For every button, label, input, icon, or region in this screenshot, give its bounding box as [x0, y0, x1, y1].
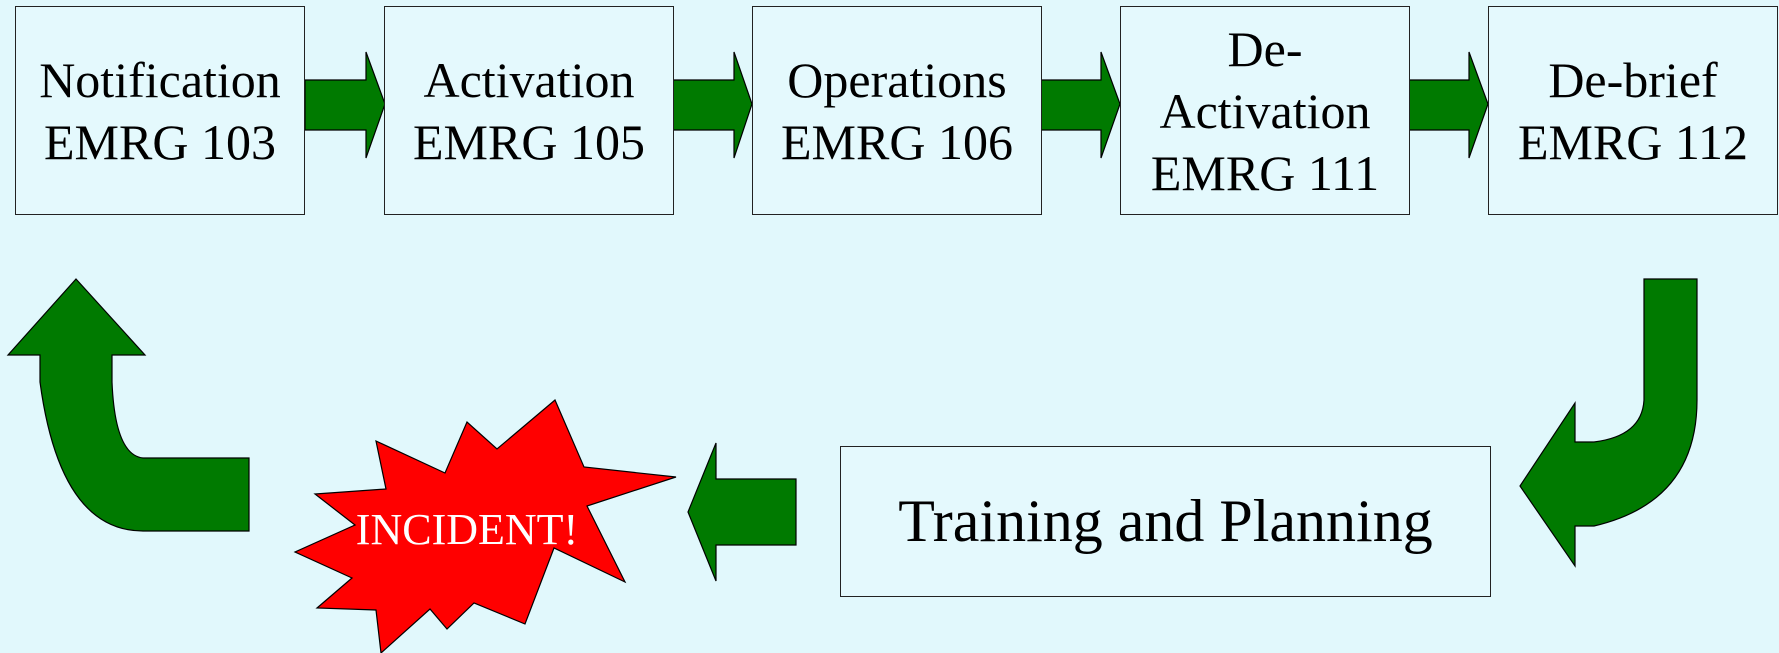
arrow-deactivation-to-debrief	[1408, 51, 1489, 159]
step-title: Notification	[39, 51, 281, 108]
step-operations: Operations EMRG 106	[752, 6, 1042, 215]
step-code: EMRG 106	[781, 113, 1013, 170]
step-title: De-brief	[1548, 51, 1718, 108]
step-activation: Activation EMRG 105	[384, 6, 674, 215]
arrow-operations-to-deactivation	[1040, 51, 1121, 159]
incident-burst	[293, 399, 677, 653]
training-and-planning-box: Training and Planning	[840, 446, 1491, 597]
arrow-notification-to-activation	[304, 51, 386, 159]
step-title-part2: Activation	[1159, 82, 1371, 139]
step-title: Operations	[787, 51, 1007, 108]
step-code: EMRG 103	[44, 113, 276, 170]
step-debrief: De-brief EMRG 112	[1488, 6, 1778, 215]
step-notification: Notification EMRG 103	[15, 6, 305, 215]
step-title: Activation	[423, 51, 635, 108]
arrow-training-to-incident	[687, 442, 797, 582]
step-deactivation: De- Activation EMRG 111	[1120, 6, 1410, 215]
step-code: EMRG 105	[413, 113, 645, 170]
training-label: Training and Planning	[898, 488, 1433, 554]
step-title-part1: De-	[1227, 20, 1303, 77]
curved-arrow-incident-to-notification	[6, 278, 250, 532]
step-code: EMRG 112	[1517, 113, 1749, 170]
curved-arrow-debrief-to-training	[1519, 278, 1698, 568]
step-code: EMRG 111	[1150, 144, 1380, 201]
arrow-activation-to-operations	[672, 51, 753, 159]
incident-label: INCIDENT!	[356, 505, 578, 554]
